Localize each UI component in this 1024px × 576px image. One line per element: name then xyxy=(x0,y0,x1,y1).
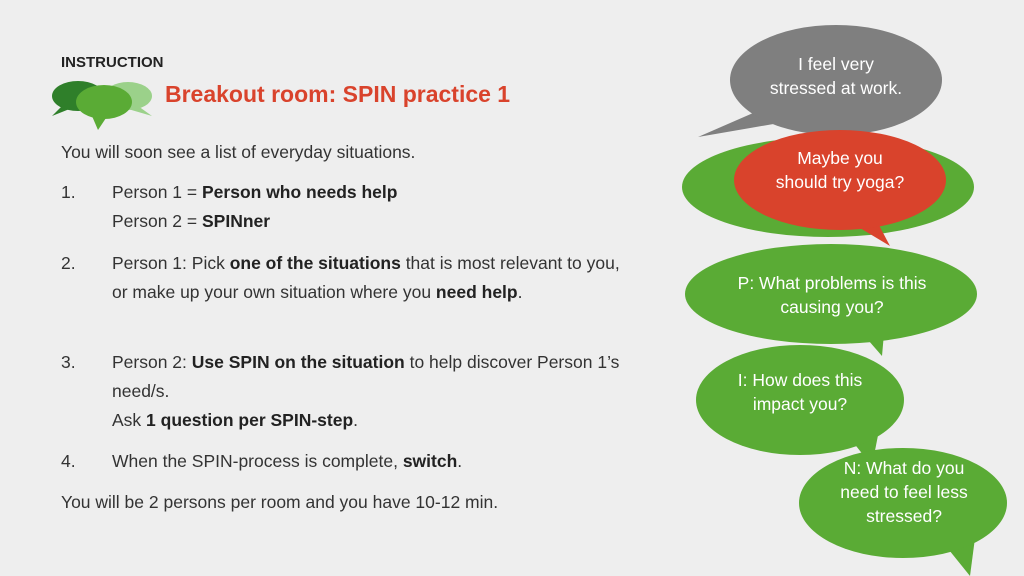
step-bold-text: switch xyxy=(402,451,458,471)
chat-bubbles-logo-icon xyxy=(52,81,152,130)
step-bold-text: Use SPIN on the situation xyxy=(191,352,405,372)
red-bubble-text: Maybe you should try yoga? xyxy=(775,148,905,192)
grey-bubble-text: I feel very stressed at work. xyxy=(769,54,903,98)
step-2: Person 1: Pick one of the situations tha… xyxy=(112,249,632,307)
n-bubble-text: N: What do you need to feel less stresse… xyxy=(840,458,968,526)
step-bold-text: SPINner xyxy=(202,211,271,231)
step-text: . xyxy=(517,282,523,302)
step-number: 1. xyxy=(61,182,76,202)
step-bold-text: one of the situations xyxy=(229,253,401,273)
step-bold-text: Person who needs help xyxy=(202,182,398,202)
step-text: . xyxy=(457,451,463,471)
instruction-label: INSTRUCTION xyxy=(61,54,164,71)
step-text: When the SPIN-process is complete, xyxy=(112,451,403,471)
step-3-line-1: Person 2: Use SPIN on the situation to h… xyxy=(112,348,632,406)
step-text: to help discover Person 1’s need/s. xyxy=(112,352,620,401)
p-bubble-text: P: What problems is this causing you? xyxy=(737,273,927,317)
step-1-line-2: Person 2 = SPINner xyxy=(112,207,632,236)
step-text: . xyxy=(353,410,359,430)
step-4: When the SPIN-process is complete, switc… xyxy=(112,447,632,476)
step-number: 2. xyxy=(61,253,76,273)
intro-text: You will soon see a list of everyday sit… xyxy=(61,142,416,162)
step-3-line-2: Ask 1 question per SPIN-step. xyxy=(112,406,632,435)
step-bold-text: need help xyxy=(435,282,518,302)
step-number: 3. xyxy=(61,352,76,372)
step-text: Ask xyxy=(112,410,147,430)
step-text: Person 1: Pick xyxy=(112,253,230,273)
page-title: Breakout room: SPIN practice 1 xyxy=(165,81,511,107)
step-text: Person 2 = xyxy=(112,211,202,231)
step-3: Person 2: Use SPIN on the situation to h… xyxy=(112,348,632,435)
step-number: 4. xyxy=(61,451,76,471)
step-text: that is most relevant to you, or make up… xyxy=(112,253,620,302)
outro-text: You will be 2 persons per room and you h… xyxy=(61,492,499,512)
i-bubble-text: I: How does this impact you? xyxy=(737,370,863,414)
step-1: Person 1 = Person who needs help Person … xyxy=(112,178,632,236)
step-text: Person 2: xyxy=(112,352,192,372)
step-1-line-1: Person 1 = Person who needs help xyxy=(112,178,632,207)
step-bold-text: 1 question per SPIN-step xyxy=(146,410,354,430)
step-text: Person 1 = xyxy=(112,182,202,202)
